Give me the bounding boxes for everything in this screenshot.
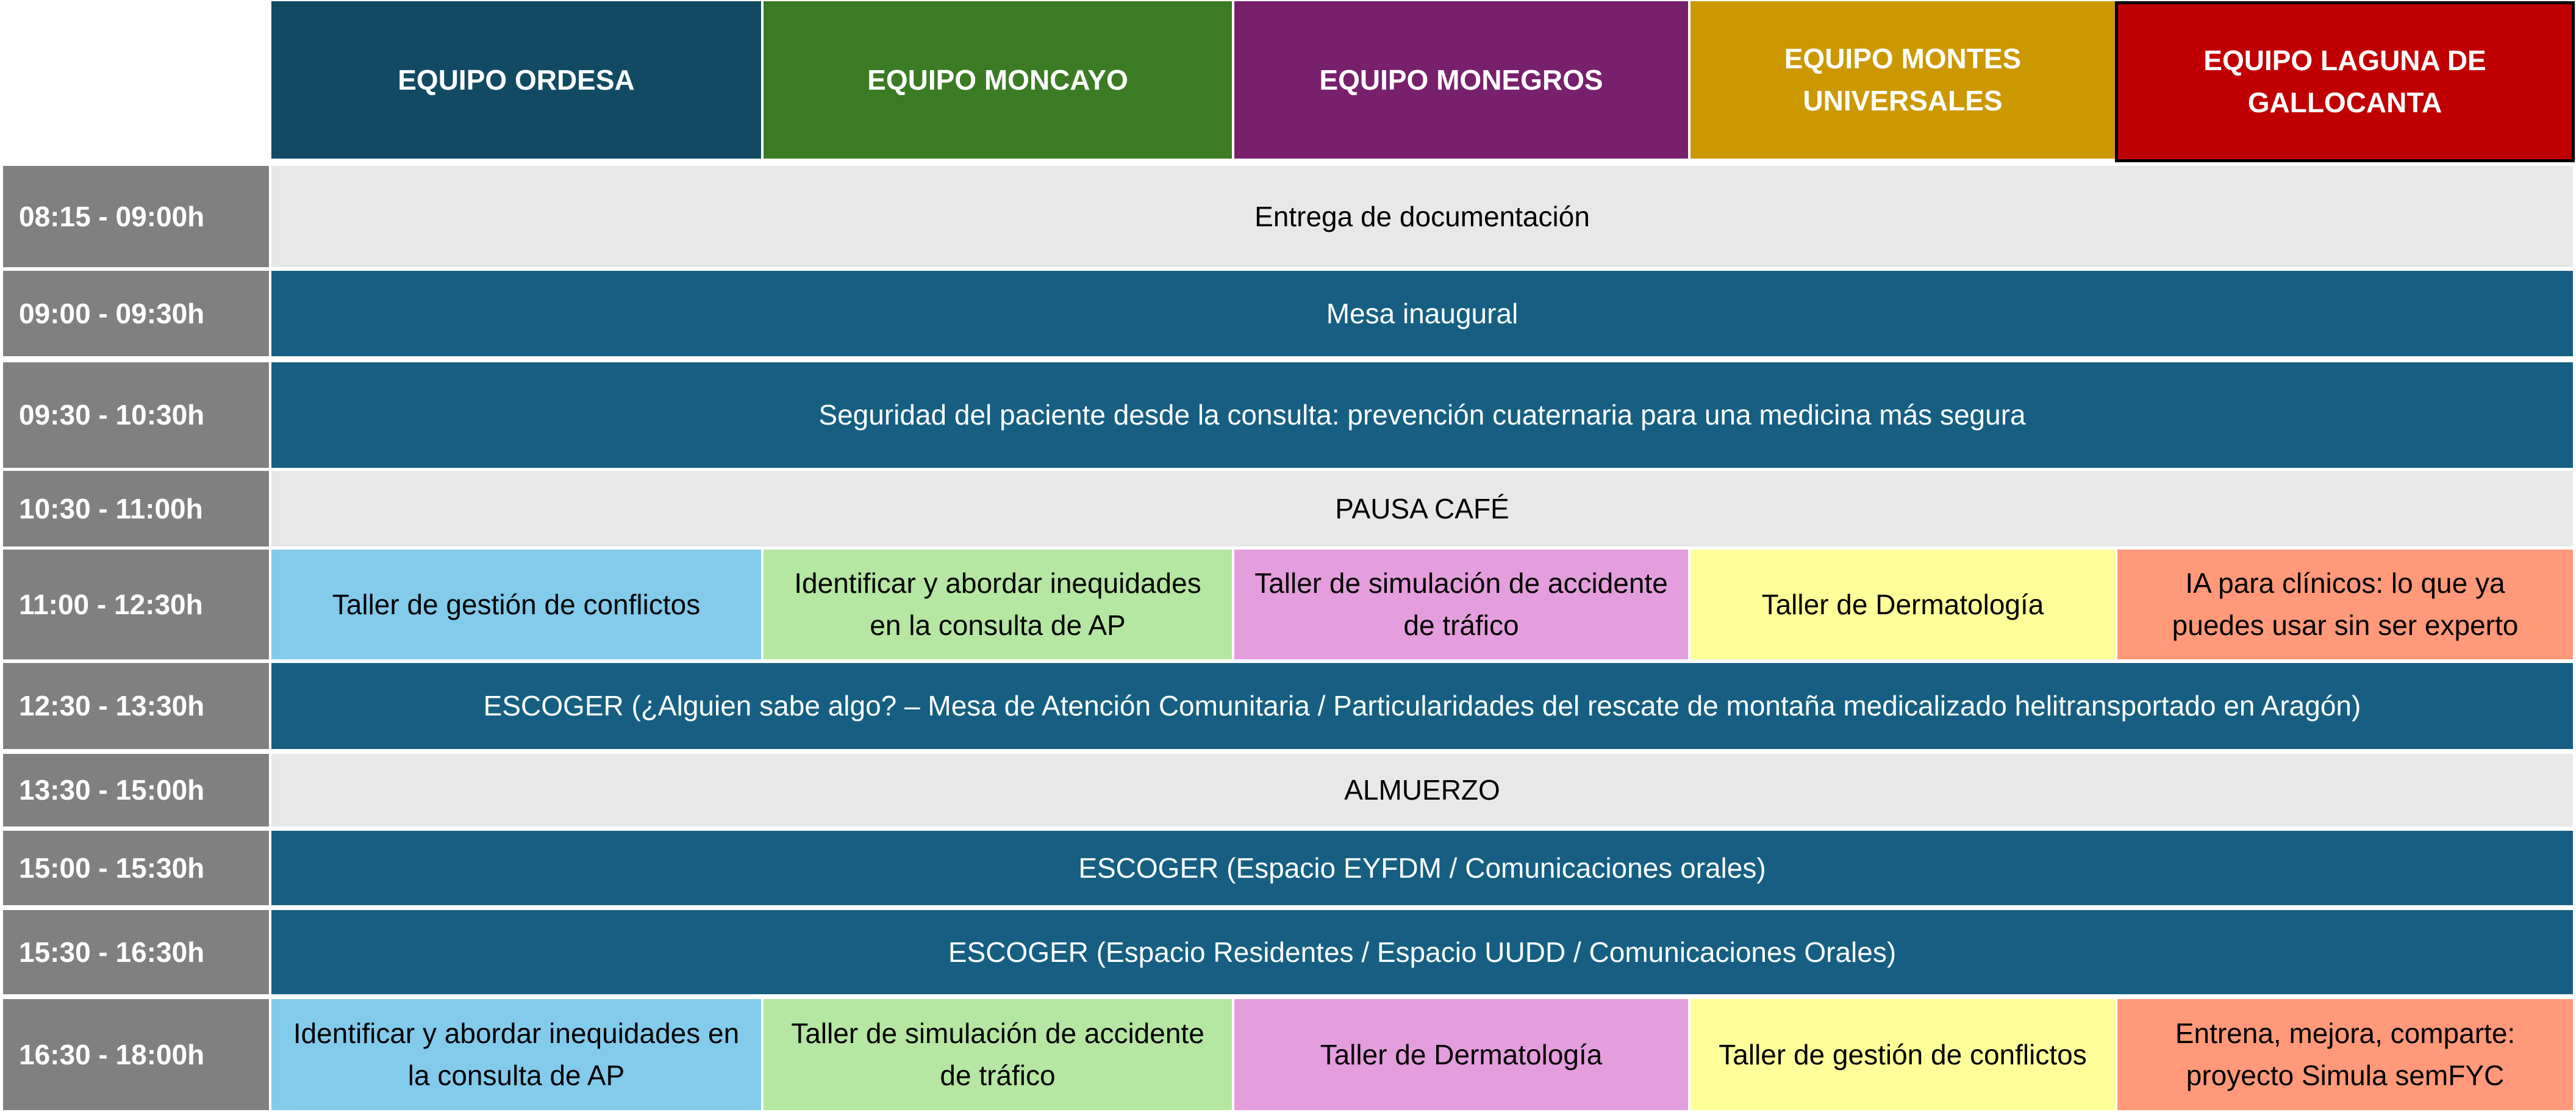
time-slot: 15:30 - 16:30h	[3, 910, 269, 994]
time-slot: 11:00 - 12:30h	[3, 550, 269, 659]
session-escoger-comunitaria-rescate: ESCOGER (¿Alguien sabe algo? – Mesa de A…	[271, 663, 2573, 749]
team-header-montes-universales: EQUIPO MONTES UNIVERSALES	[1690, 1, 2115, 159]
session-seguridad-paciente: Seguridad del paciente desde la consulta…	[271, 362, 2573, 468]
workshop-moncayo: Identificar y abordar inequidades en la …	[764, 550, 1232, 659]
session-almuerzo: ALMUERZO	[271, 754, 2573, 826]
time-slot: 15:00 - 15:30h	[3, 831, 269, 905]
time-slot: 13:30 - 15:00h	[3, 754, 269, 826]
team-header-moncayo: EQUIPO MONCAYO	[764, 1, 1232, 159]
session-escoger-eyfdm: ESCOGER (Espacio EYFDM / Comunicaciones …	[271, 831, 2573, 905]
session-pausa-cafe: PAUSA CAFÉ	[271, 471, 2573, 547]
workshop-montes-universales: Taller de Dermatología	[1690, 550, 2115, 659]
time-slot: 09:00 - 09:30h	[3, 271, 269, 356]
time-slot: 09:30 - 10:30h	[3, 362, 269, 468]
session-entrega-documentacion: Entrega de documentación	[271, 166, 2573, 267]
workshop-monegros: Taller de Dermatología	[1234, 999, 1688, 1110]
time-slot: 08:15 - 09:00h	[3, 166, 269, 267]
team-header-monegros: EQUIPO MONEGROS	[1234, 1, 1688, 159]
team-header-ordesa: EQUIPO ORDESA	[271, 1, 761, 159]
workshop-laguna-gallocanta: Entrena, mejora, comparte: proyecto Simu…	[2117, 999, 2573, 1110]
workshop-moncayo: Taller de simulación de accidente de trá…	[764, 999, 1232, 1110]
session-mesa-inaugural: Mesa inaugural	[271, 271, 2573, 356]
workshop-ordesa: Taller de gestión de conflictos	[271, 550, 761, 659]
workshop-montes-universales: Taller de gestión de conflictos	[1690, 999, 2115, 1110]
session-escoger-residentes: ESCOGER (Espacio Residentes / Espacio UU…	[271, 910, 2573, 994]
time-slot: 12:30 - 13:30h	[3, 663, 269, 749]
workshop-laguna-gallocanta: IA para clínicos: lo que ya puedes usar …	[2117, 550, 2573, 659]
team-header-laguna-gallocanta: EQUIPO LAGUNA DE GALLOCANTA	[2115, 1, 2575, 162]
time-slot: 16:30 - 18:00h	[3, 999, 269, 1110]
time-slot: 10:30 - 11:00h	[3, 471, 269, 547]
workshop-monegros: Taller de simulación de accidente de trá…	[1234, 550, 1688, 659]
workshop-ordesa: Identificar y abordar inequidades en la …	[271, 999, 761, 1110]
